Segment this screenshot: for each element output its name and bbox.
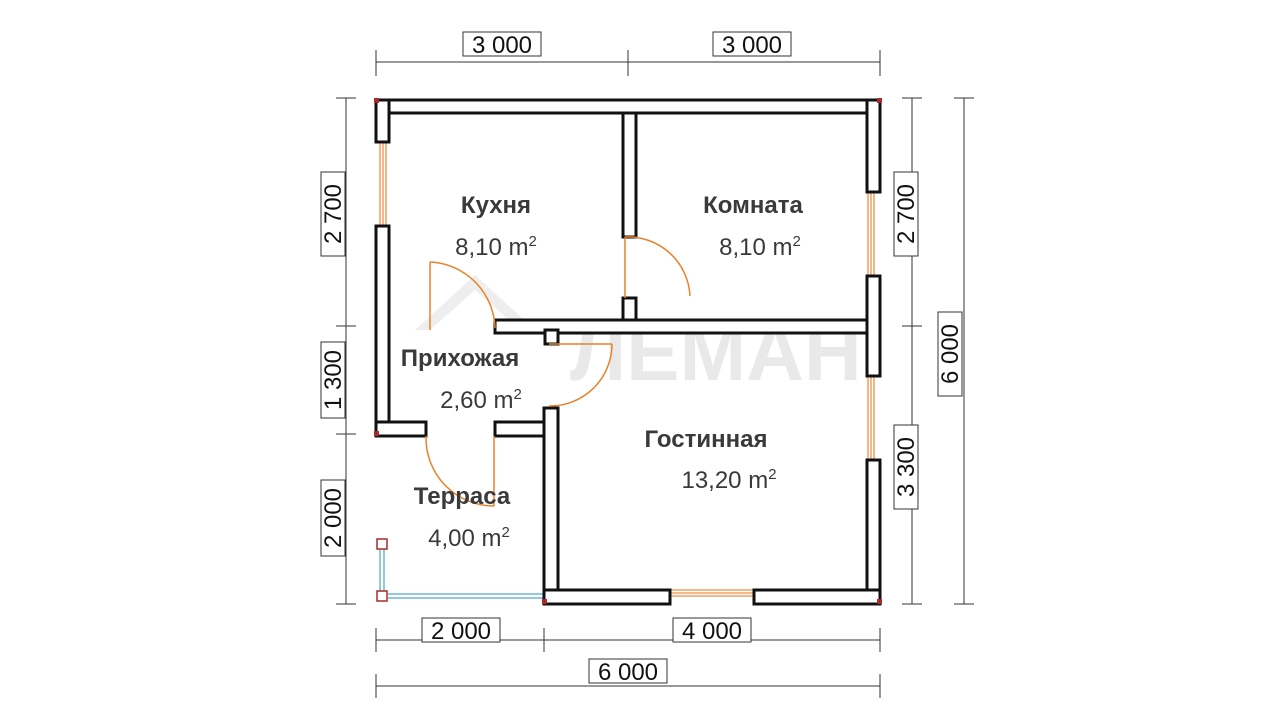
watermark-house-icon bbox=[415, 275, 535, 330]
room-room-area: 8,10 m2 bbox=[719, 233, 801, 261]
room-living-name: Гостинная bbox=[645, 426, 768, 453]
dim-top-right: 3 000 bbox=[722, 32, 782, 59]
room-hall-area: 2,60 m2 bbox=[440, 386, 522, 414]
dim-right-bottom: 3 300 bbox=[893, 437, 920, 497]
door-kitchen-arc bbox=[429, 261, 496, 329]
dim-bottom-right: 4 000 bbox=[682, 618, 742, 645]
dim-bottom-total: 6 000 bbox=[598, 659, 658, 686]
room-terrace: Терраса 4,00 m2 bbox=[414, 483, 511, 552]
dim-bottom-left: 2 000 bbox=[431, 618, 491, 645]
room-terrace-area: 4,00 m2 bbox=[428, 524, 510, 552]
terrace-posts bbox=[376, 538, 388, 602]
dim-top-left: 3 000 bbox=[472, 32, 532, 59]
watermark: ЛЕМАН bbox=[415, 275, 862, 397]
dim-right-total: 6 000 bbox=[937, 324, 964, 384]
room-living-area: 13,20 m2 bbox=[681, 466, 776, 494]
room-kitchen: Кухня 8,10 m2 bbox=[455, 192, 537, 261]
room-room-name: Комната bbox=[703, 192, 803, 219]
door-swings bbox=[425, 236, 691, 507]
room-kitchen-name: Кухня bbox=[461, 192, 531, 219]
corner-markers bbox=[374, 98, 882, 604]
terrace-rail bbox=[379, 548, 546, 599]
room-living: Гостинная 13,20 m2 bbox=[645, 426, 777, 494]
room-kitchen-area: 8,10 m2 bbox=[455, 233, 537, 261]
room-hall-name: Прихожая bbox=[401, 345, 519, 372]
room-terrace-name: Терраса bbox=[414, 483, 511, 510]
dim-left-middle: 1 300 bbox=[320, 350, 347, 410]
room-hall: Прихожая 2,60 m2 bbox=[401, 345, 522, 414]
dim-right-top: 2 700 bbox=[893, 184, 920, 244]
walls bbox=[374, 98, 882, 606]
dim-left-top: 2 700 bbox=[320, 184, 347, 244]
room-room: Комната 8,10 m2 bbox=[703, 192, 803, 261]
dimension-boxes bbox=[320, 31, 963, 684]
dim-left-bottom: 2 000 bbox=[320, 488, 347, 548]
windows bbox=[379, 141, 875, 597]
